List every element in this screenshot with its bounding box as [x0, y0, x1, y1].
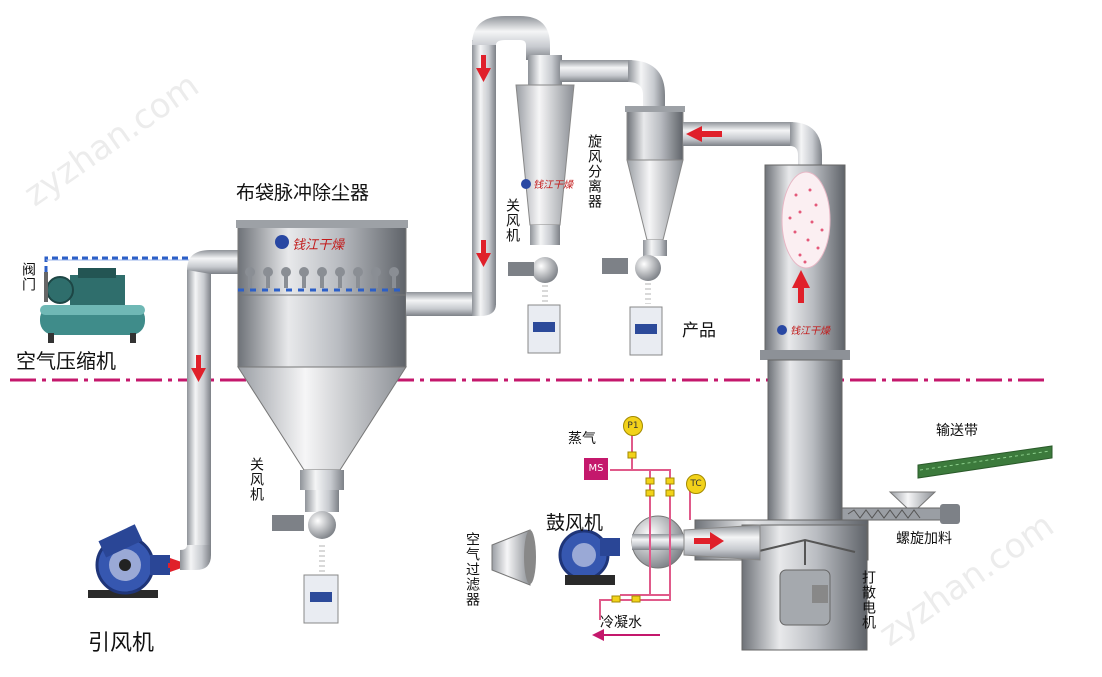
- label-cyclone: 旋风分离器: [586, 134, 602, 209]
- label-bag-filter: 布袋脉冲除尘器: [236, 182, 370, 204]
- label-screw-feeder: 螺旋加料: [896, 531, 952, 547]
- airlock-left-graphic: [272, 490, 339, 624]
- label-induced-fan: 引风机: [88, 631, 155, 656]
- label-air-filter: 空气过滤器: [464, 532, 480, 607]
- label-blower: 鼓风机: [546, 512, 604, 534]
- compressed-air-line: [44, 256, 227, 272]
- label-steam: 蒸气: [568, 431, 596, 447]
- blower-graphic: [558, 529, 620, 585]
- label-disperser-motor: 打散电机: [860, 570, 876, 630]
- flash-dryer-tower-graphic: [694, 164, 869, 651]
- air-filter-graphic: [491, 529, 536, 586]
- bag-filter-graphic: [236, 220, 408, 490]
- cyclone-2-graphic: [602, 106, 685, 356]
- label-airlock-left: 关风机: [248, 457, 264, 502]
- screw-feeder-graphic: [841, 491, 960, 524]
- label-valve: 阀门: [20, 262, 36, 292]
- steam-meter-ms: MS: [584, 458, 608, 480]
- label-conveyor: 输送带: [936, 423, 978, 439]
- logo-tower: 钱江干燥: [790, 326, 830, 337]
- conveyor-graphic: [917, 445, 1053, 479]
- label-product: 产品: [682, 321, 716, 341]
- logo-bag-filter: 钱江干燥: [292, 238, 345, 253]
- label-air-compressor: 空气压缩机: [16, 349, 116, 373]
- temperature-controller-tc: TC: [686, 474, 706, 494]
- air-compressor-graphic: [40, 268, 145, 343]
- label-airlock-mid: 关风机: [504, 198, 520, 243]
- label-condensate: 冷凝水: [600, 615, 642, 631]
- induced-fan-graphic: [88, 524, 170, 598]
- cyclone-1-graphic: [508, 55, 575, 354]
- logo-cyclone: 钱江干燥: [533, 180, 573, 191]
- pressure-gauge-p1: P1: [623, 416, 643, 436]
